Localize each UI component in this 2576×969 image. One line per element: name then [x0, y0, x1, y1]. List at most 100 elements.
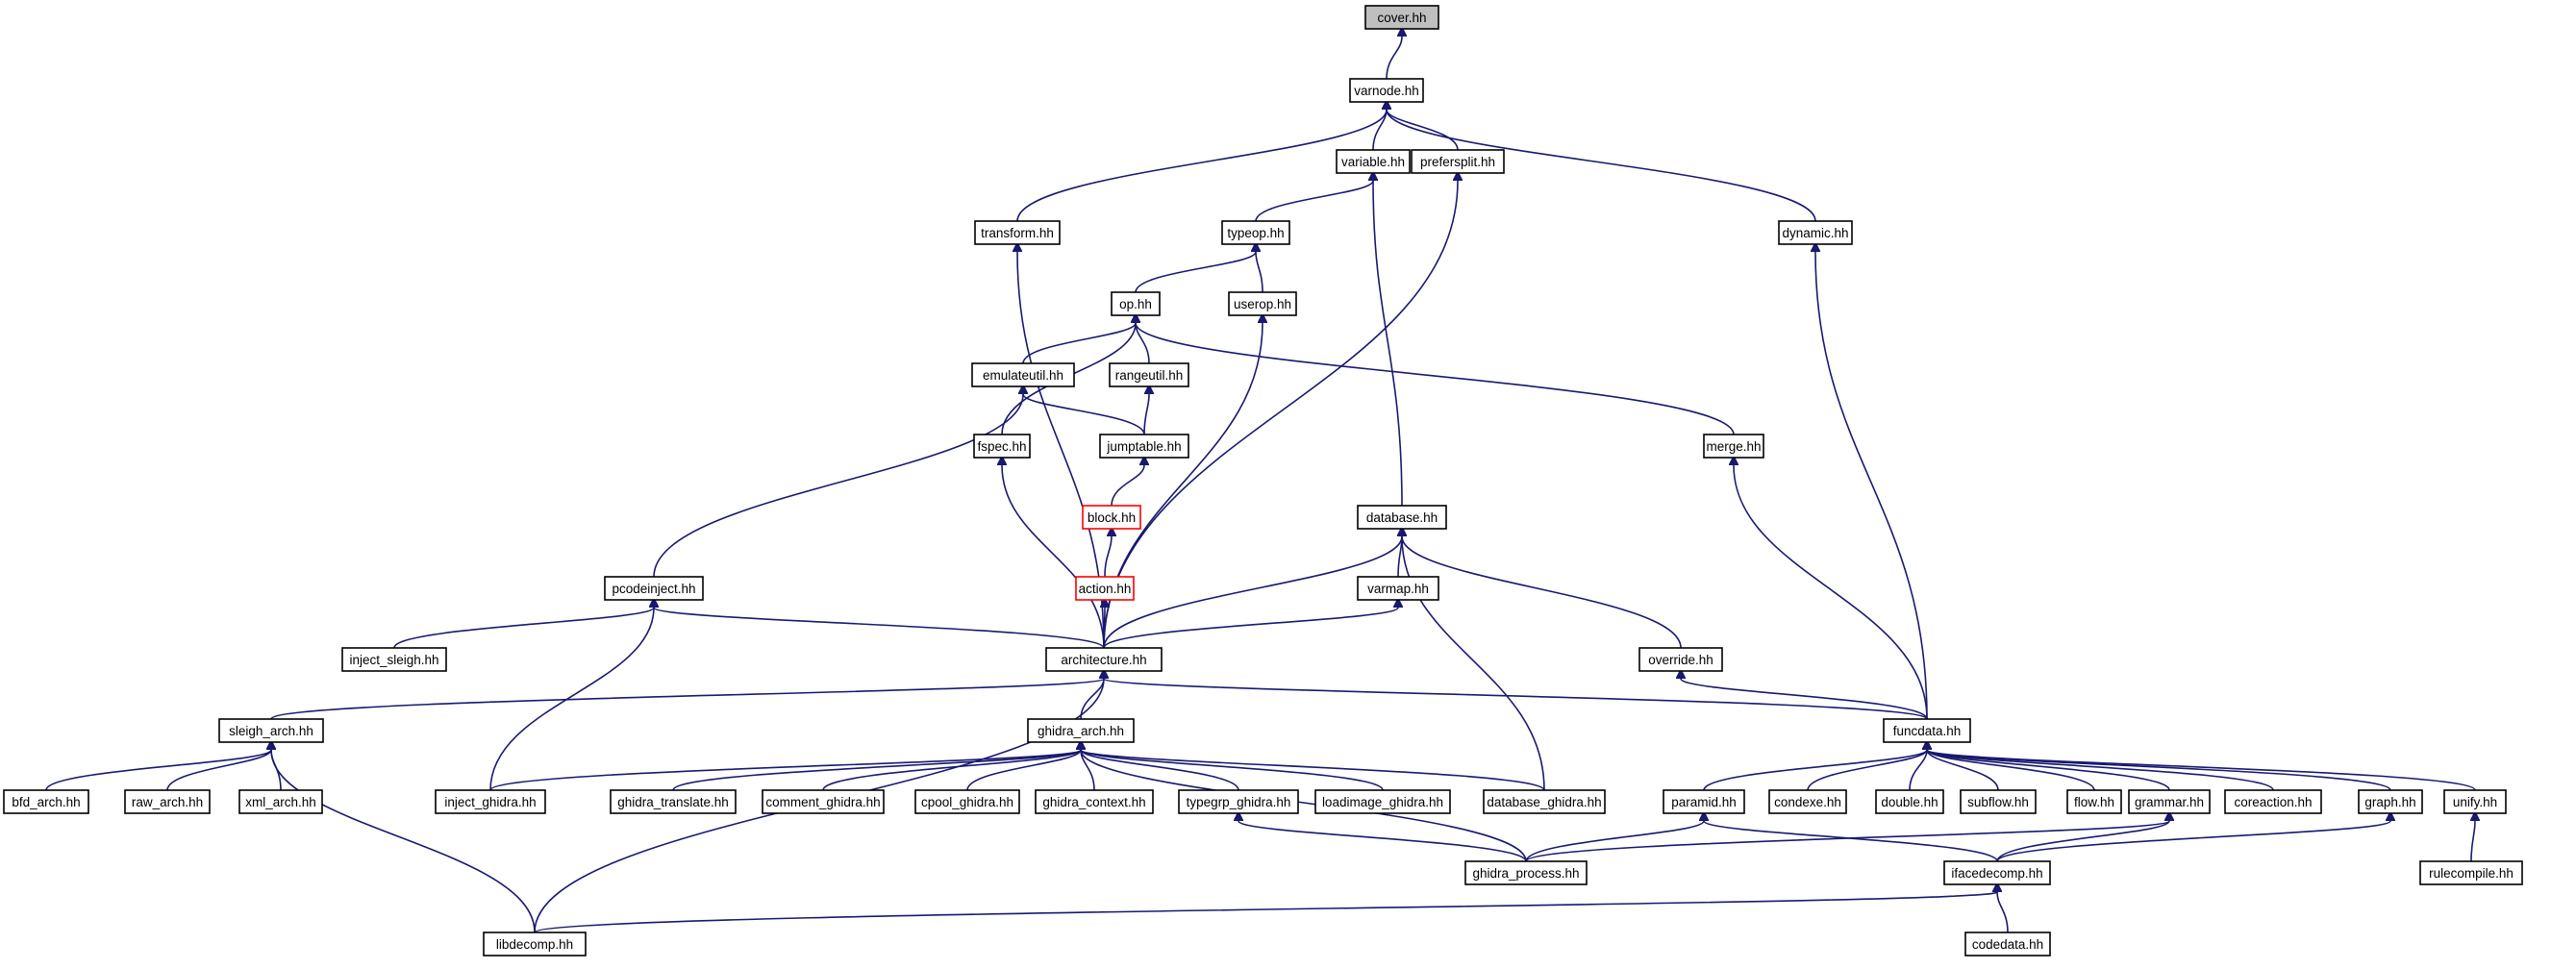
- edge-graph-ifacedecomp: [1996, 821, 2390, 862]
- node-block[interactable]: block.hh: [1082, 505, 1141, 530]
- node-condexe[interactable]: condexe.hh: [1768, 789, 1847, 814]
- edge-op-merge: [1136, 323, 1735, 435]
- node-emulateutil[interactable]: emulateutil.hh: [971, 362, 1075, 387]
- node-fspec[interactable]: fspec.hh: [973, 434, 1031, 459]
- node-varnode[interactable]: varnode.hh: [1349, 78, 1424, 103]
- node-label: xml_arch.hh: [245, 795, 316, 809]
- node-bfd-arch[interactable]: bfd_arch.hh: [3, 789, 89, 814]
- node-box: [3, 789, 89, 814]
- node-unify[interactable]: unify.hh: [2443, 789, 2507, 814]
- node-inject-sleigh[interactable]: inject_sleigh.hh: [341, 647, 447, 672]
- node-database-ghidra[interactable]: database_ghidra.hh: [1483, 789, 1606, 814]
- edge-typeop-op: [1135, 252, 1256, 293]
- node-box: [914, 789, 1020, 814]
- node-label: typegrp_ghidra.hh: [1187, 795, 1291, 809]
- node-label: double.hh: [1881, 795, 1938, 809]
- edge-sleigh_arch-xml_arch: [271, 750, 282, 791]
- node-box: [341, 647, 447, 672]
- node-libdecomp[interactable]: libdecomp.hh: [483, 932, 587, 957]
- node-box: [218, 718, 324, 743]
- node-loadimage-ghidra[interactable]: loadimage_ghidra.hh: [1314, 789, 1451, 814]
- node-label: ifacedecomp.hh: [1951, 866, 2042, 881]
- node-codedata[interactable]: codedata.hh: [1964, 932, 2051, 957]
- node-variable[interactable]: variable.hh: [1336, 149, 1411, 174]
- node-cover[interactable]: cover.hh: [1364, 5, 1439, 30]
- node-double[interactable]: double.hh: [1875, 789, 1944, 814]
- node-varmap[interactable]: varmap.hh: [1357, 576, 1439, 601]
- node-rulecompile[interactable]: rulecompile.hh: [2419, 860, 2523, 885]
- edge-funcdata-grammar: [1927, 750, 2170, 791]
- edge-ifacedecomp-libdecomp: [534, 892, 1997, 933]
- node-label: emulateutil.hh: [983, 368, 1063, 383]
- node-box: [971, 362, 1075, 387]
- node-coreaction[interactable]: coreaction.hh: [2224, 789, 2322, 814]
- edge-pcodeinject-inject_sleigh: [393, 608, 654, 649]
- node-architecture[interactable]: architecture.hh: [1045, 647, 1163, 672]
- node-flow[interactable]: flow.hh: [2066, 789, 2122, 814]
- node-label: grammar.hh: [2135, 795, 2204, 809]
- node-inject-ghidra[interactable]: inject_ghidra.hh: [435, 789, 546, 814]
- edge-typegrp_ghidra-ghidra_process: [1238, 821, 1527, 862]
- node-action[interactable]: action.hh: [1075, 576, 1135, 601]
- node-box: [1960, 789, 2037, 814]
- node-comment-ghidra[interactable]: comment_ghidra.hh: [762, 789, 885, 814]
- edge-jumptable-block: [1111, 465, 1144, 507]
- node-transform[interactable]: transform.hh: [974, 220, 1061, 245]
- node-box: [604, 576, 704, 601]
- node-subflow[interactable]: subflow.hh: [1960, 789, 2037, 814]
- node-label: variable.hh: [1341, 155, 1405, 169]
- node-box: [973, 434, 1031, 459]
- node-xml-arch[interactable]: xml_arch.hh: [238, 789, 323, 814]
- node-box: [1314, 789, 1451, 814]
- node-override[interactable]: override.hh: [1638, 647, 1723, 672]
- node-database[interactable]: database.hh: [1357, 505, 1447, 530]
- edge-op-emulateutil: [1022, 323, 1136, 364]
- node-merge[interactable]: merge.hh: [1703, 434, 1764, 459]
- node-label: loadimage_ghidra.hh: [1322, 795, 1443, 809]
- node-cpool-ghidra[interactable]: cpool_ghidra.hh: [914, 789, 1020, 814]
- edge-ghidra_arch-typegrp_ghidra: [1081, 750, 1239, 791]
- node-label: ghidra_arch.hh: [1038, 724, 1124, 738]
- node-prefersplit[interactable]: prefersplit.hh: [1411, 149, 1505, 174]
- node-box: [1483, 789, 1606, 814]
- node-ghidra-translate[interactable]: ghidra_translate.hh: [610, 789, 737, 814]
- node-ghidra-process[interactable]: ghidra_process.hh: [1464, 860, 1588, 885]
- node-typegrp-ghidra[interactable]: typegrp_ghidra.hh: [1178, 789, 1299, 814]
- node-label: raw_arch.hh: [132, 795, 203, 809]
- node-dynamic[interactable]: dynamic.hh: [1778, 220, 1853, 245]
- node-label: cover.hh: [1377, 11, 1426, 25]
- node-rangeutil[interactable]: rangeutil.hh: [1109, 362, 1189, 387]
- node-sleigh-arch[interactable]: sleigh_arch.hh: [218, 718, 324, 743]
- node-pcodeinject[interactable]: pcodeinject.hh: [604, 576, 704, 601]
- edge-dynamic-funcdata: [1815, 252, 1928, 720]
- node-typeop[interactable]: typeop.hh: [1221, 220, 1290, 245]
- node-ghidra-arch[interactable]: ghidra_arch.hh: [1027, 718, 1135, 743]
- node-userop[interactable]: userop.hh: [1228, 291, 1297, 316]
- node-box: [1027, 718, 1135, 743]
- edge-ghidra_arch-cpool_ghidra: [966, 750, 1081, 791]
- node-label: action.hh: [1079, 582, 1132, 596]
- node-raw-arch[interactable]: raw_arch.hh: [124, 789, 211, 814]
- node-label: typeop.hh: [1227, 226, 1284, 240]
- node-box: [1411, 149, 1505, 174]
- node-box: [1082, 505, 1141, 530]
- node-paramid[interactable]: paramid.hh: [1663, 789, 1745, 814]
- node-box: [124, 789, 211, 814]
- edge-funcdata-paramid: [1703, 750, 1927, 791]
- edge-varnode-dynamic: [1387, 110, 1816, 222]
- edge-rangeutil-jumptable: [1143, 394, 1149, 435]
- node-box: [1221, 220, 1290, 245]
- node-label: coreaction.hh: [2234, 795, 2312, 809]
- edge-varmap-architecture: [1103, 608, 1398, 649]
- node-grammar[interactable]: grammar.hh: [2128, 789, 2211, 814]
- node-label: block.hh: [1088, 510, 1136, 525]
- node-ghidra-context[interactable]: ghidra_context.hh: [1035, 789, 1154, 814]
- node-ifacedecomp[interactable]: ifacedecomp.hh: [1943, 860, 2051, 885]
- edge-ghidra_arch-loadimage_ghidra: [1081, 750, 1384, 791]
- node-op[interactable]: op.hh: [1111, 291, 1161, 316]
- node-jumptable[interactable]: jumptable.hh: [1099, 434, 1189, 459]
- node-label: graph.hh: [2364, 795, 2415, 809]
- node-funcdata[interactable]: funcdata.hh: [1883, 718, 1971, 743]
- edge-variable-typeop: [1255, 181, 1373, 222]
- node-graph[interactable]: graph.hh: [2358, 789, 2423, 814]
